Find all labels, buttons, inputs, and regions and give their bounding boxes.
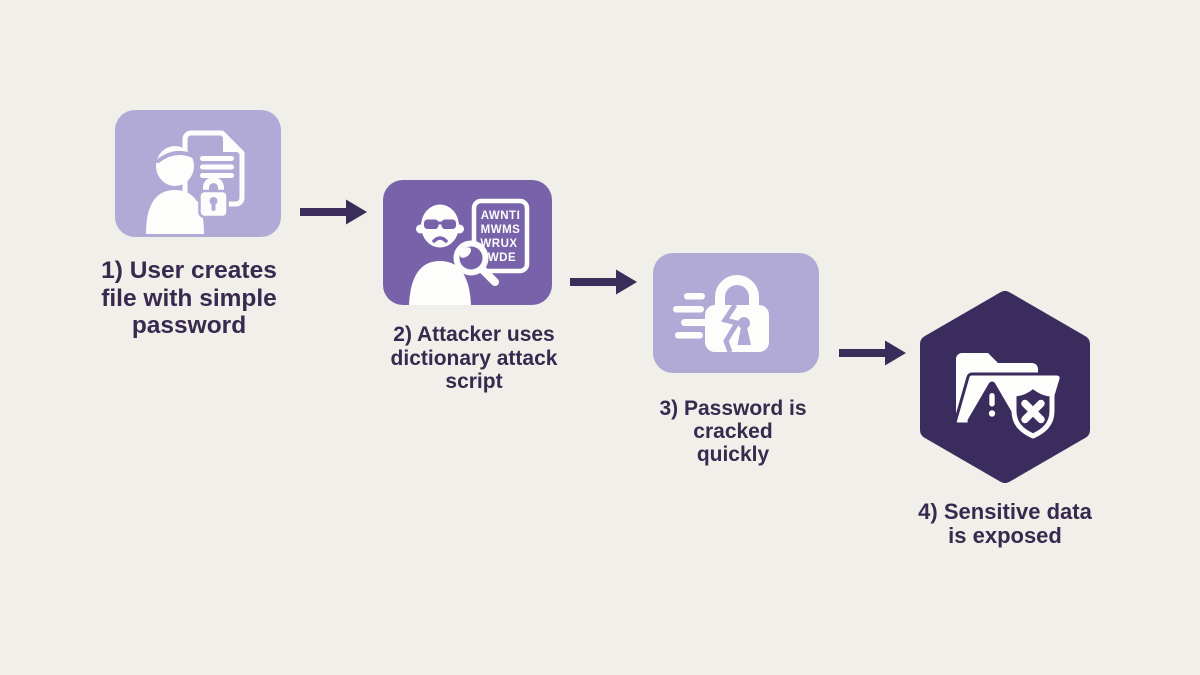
step-1-label: 1) User creates file with simple passwor… [29, 257, 349, 340]
shield-x-icon [1011, 383, 1055, 439]
step-4-label: 4) Sensitive data is exposed [855, 500, 1155, 548]
step-1-label-line1: 1) User creates [101, 257, 277, 284]
flow-arrow-2-icon [570, 269, 637, 295]
user-file-lock-icon [146, 130, 245, 234]
step-4-hexagon [920, 290, 1090, 484]
svg-text:MWMS: MWMS [481, 224, 521, 236]
step-2-box: AWNTI MWMS WRUX WDE [383, 180, 552, 305]
step-1-label-line2: file with simple [101, 284, 277, 312]
step-3-box [653, 253, 819, 373]
step-1-label-line3: password [131, 312, 247, 339]
exposed-folder-shield-icon [920, 291, 1090, 483]
magnifier-icon [453, 240, 499, 286]
attacker-dictionary-icon: AWNTI MWMS WRUX WDE [409, 198, 530, 305]
user-icon [146, 146, 204, 234]
step-1-box [115, 110, 281, 237]
step-3-label-line1: 3) Password is [659, 397, 807, 420]
step-3-label: 3) Password is cracked quickly [613, 397, 853, 466]
step-3-label-line3: quickly [696, 443, 770, 466]
hacker-icon [409, 204, 471, 305]
flow-arrow-3-icon [839, 340, 906, 366]
step-3-label-line2: cracked [693, 420, 773, 443]
step-2-label: 2) Attacker uses dictionary attack scrip… [344, 323, 604, 394]
lock-icon [198, 177, 229, 219]
step-2-label-line3: script [445, 370, 503, 393]
flow-arrow-1-icon [300, 199, 367, 225]
cracked-lock-speed-icon [673, 275, 769, 353]
svg-text:WRUX: WRUX [480, 238, 517, 250]
svg-text:WDE: WDE [488, 252, 516, 264]
step-4-label-line1: 4) Sensitive data [918, 499, 1092, 524]
step-2-label-line1: 2) Attacker uses [393, 323, 555, 346]
warning-triangle-icon [967, 381, 1017, 425]
cracked-lock-icon [705, 275, 769, 353]
step-4-label-line2: is exposed [948, 523, 1062, 548]
step-2-label-line2: dictionary attack [390, 346, 558, 370]
svg-text:AWNTI: AWNTI [481, 210, 521, 222]
